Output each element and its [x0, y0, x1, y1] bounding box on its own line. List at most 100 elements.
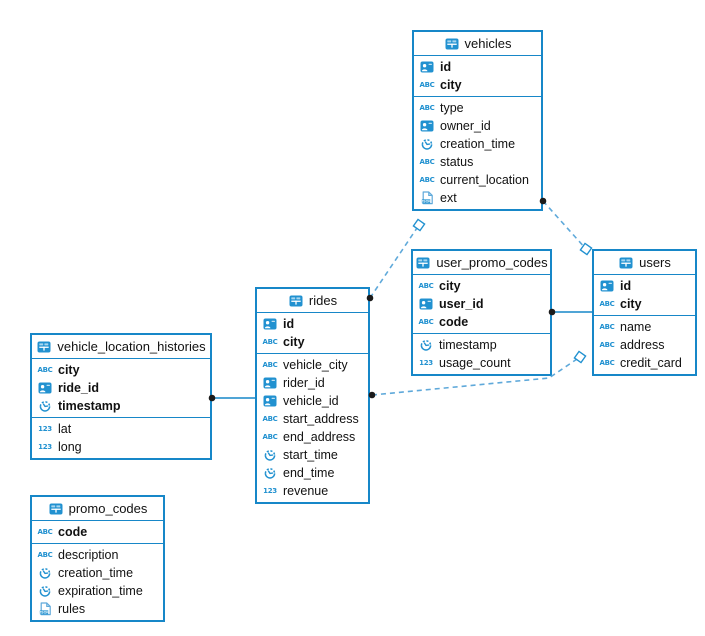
column-name: vehicle_id — [283, 394, 339, 408]
column-owner_id[interactable]: owner_id — [414, 117, 541, 135]
abc-icon: ABC — [418, 281, 434, 290]
column-rider_id[interactable]: rider_id — [257, 374, 368, 392]
json-icon: JSON — [37, 602, 53, 616]
id-icon — [262, 394, 278, 408]
column-name: address — [620, 338, 665, 352]
table-title: users — [639, 255, 671, 270]
table-header[interactable]: users — [594, 251, 695, 275]
table-title: vehicles — [464, 36, 512, 51]
table-icon — [415, 256, 431, 270]
column-city[interactable]: ABC city — [413, 277, 550, 295]
column-name: start_address — [283, 412, 359, 426]
column-timestamp[interactable]: timestamp — [32, 397, 210, 415]
column-user_id[interactable]: user_id — [413, 295, 550, 313]
id-icon — [262, 376, 278, 390]
abc-icon: ABC — [418, 317, 434, 326]
table-icon — [618, 256, 634, 270]
column-name: ride_id — [58, 381, 99, 395]
column-name: usage_count — [439, 356, 511, 370]
column-name: city — [439, 279, 461, 293]
column-id[interactable]: id — [414, 58, 541, 76]
column-rules[interactable]: JSON rules — [32, 600, 163, 618]
column-vehicle_id[interactable]: vehicle_id — [257, 392, 368, 410]
column-name: start_time — [283, 448, 338, 462]
abc-icon: ABC — [419, 80, 435, 89]
table-icon — [48, 502, 64, 516]
column-name: id — [440, 60, 452, 74]
table-header[interactable]: vehicles — [414, 32, 541, 56]
column-timestamp[interactable]: timestamp — [413, 336, 550, 354]
abc-icon: ABC — [262, 432, 278, 441]
column-name: user_id — [439, 297, 484, 311]
column-id[interactable]: id — [257, 315, 368, 333]
abc-icon: ABC — [419, 157, 435, 166]
num-icon: 123 — [38, 424, 52, 433]
column-name: city — [283, 335, 305, 349]
abc-icon: ABC — [419, 175, 435, 184]
column-city[interactable]: ABC city — [414, 76, 541, 94]
column-name: city — [58, 363, 80, 377]
table-header[interactable]: rides — [257, 289, 368, 313]
table-title: rides — [308, 293, 338, 308]
num-icon: 123 — [419, 358, 433, 367]
column-ride_id[interactable]: ride_id — [32, 379, 210, 397]
column-name: description — [58, 548, 119, 562]
column-creation_time[interactable]: creation_time — [414, 135, 541, 153]
column-start_time[interactable]: start_time — [257, 446, 368, 464]
column-expiration_time[interactable]: expiration_time — [32, 582, 163, 600]
column-name: city — [440, 78, 462, 92]
column-name: rules — [58, 602, 86, 616]
column-city[interactable]: ABC city — [257, 333, 368, 351]
column-name: code — [439, 315, 469, 329]
table-header[interactable]: vehicle_location_histories — [32, 335, 210, 359]
clock-icon — [37, 566, 53, 580]
table-header[interactable]: user_promo_codes — [413, 251, 550, 275]
column-usage_count[interactable]: 123 usage_count — [413, 354, 550, 372]
column-name: rider_id — [283, 376, 325, 390]
num-icon: 123 — [38, 442, 52, 451]
column-name: code — [58, 525, 88, 539]
column-name: ext — [440, 191, 457, 205]
id-icon — [37, 381, 53, 395]
abc-icon: ABC — [262, 337, 278, 346]
column-name: timestamp — [58, 399, 121, 413]
id-icon — [418, 297, 434, 311]
column-id[interactable]: id — [594, 277, 695, 295]
column-name: city — [620, 297, 642, 311]
column-end_time[interactable]: end_time — [257, 464, 368, 482]
column-creation_time[interactable]: creation_time — [32, 564, 163, 582]
column-name: credit_card — [620, 356, 682, 370]
clock-icon — [418, 338, 434, 352]
column-name: creation_time — [58, 566, 134, 580]
column-code[interactable]: ABC code — [413, 313, 550, 331]
table-header[interactable]: promo_codes — [32, 497, 163, 521]
